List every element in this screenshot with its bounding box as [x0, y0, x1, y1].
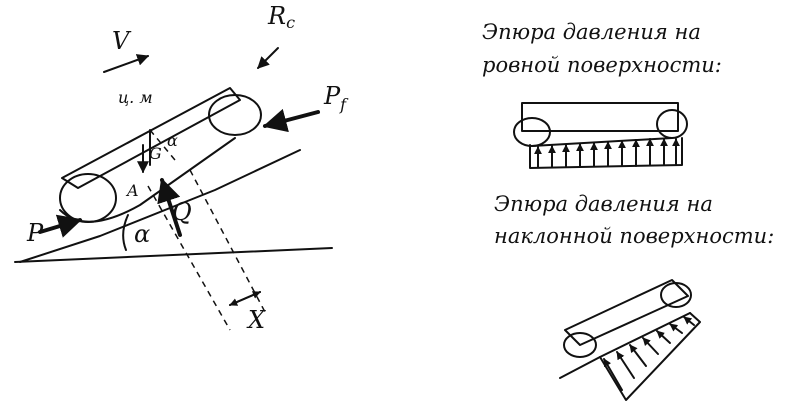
flat-vehicle-body [521, 102, 679, 132]
incline-surface [19, 149, 301, 263]
flat-pressure-arrows [534, 138, 680, 168]
vehicle-body [61, 87, 241, 189]
offset-x-arrow-back [229, 291, 261, 306]
flat-caption-line2: ровной поверхности: [482, 53, 722, 77]
label-g: G [149, 144, 162, 163]
label-rc: Rc [267, 2, 295, 32]
flat-front-wheel [656, 109, 688, 139]
force-pf-arrow [262, 108, 320, 133]
label-q: Q [172, 198, 192, 226]
dashed-line-1 [147, 185, 231, 331]
flat-pressure-envelope [529, 137, 683, 169]
incline-pressure-envelope [599, 312, 701, 401]
label-a: A [125, 181, 139, 200]
ground-line [14, 247, 333, 263]
label-x: X [246, 306, 266, 334]
air-resistance-arrow [257, 47, 279, 69]
incline-rear-wheel [563, 332, 597, 358]
incline-caption-line1: Эпюра давления на [494, 192, 713, 216]
incline-front-wheel [660, 282, 692, 308]
vehicle-on-incline-diagram [14, 47, 333, 331]
rear-wheel [59, 173, 117, 223]
incline-vehicle-body [564, 279, 689, 346]
inclined-surface-diagram [559, 279, 701, 401]
label-v: V [112, 27, 132, 55]
normal-reaction-q-arrow [157, 177, 182, 237]
angle-arc [122, 214, 129, 251]
force-p-arrow [38, 214, 83, 238]
flat-caption-line1: Эпюра давления на [482, 20, 701, 44]
label-pf: Pf [323, 82, 349, 114]
incline-caption-line2: наклонной поверхности: [494, 224, 774, 248]
dashed-line-2 [189, 169, 266, 313]
label-alpha-small: α [167, 131, 178, 150]
front-wheel [208, 94, 262, 136]
label-p: P [26, 219, 44, 247]
incline-pressure-arrows [603, 316, 695, 391]
label-center-of-mass: ц. м [118, 88, 153, 107]
label-alpha: α [134, 220, 150, 248]
velocity-arrow [103, 54, 150, 73]
flat-surface-diagram [513, 102, 688, 169]
